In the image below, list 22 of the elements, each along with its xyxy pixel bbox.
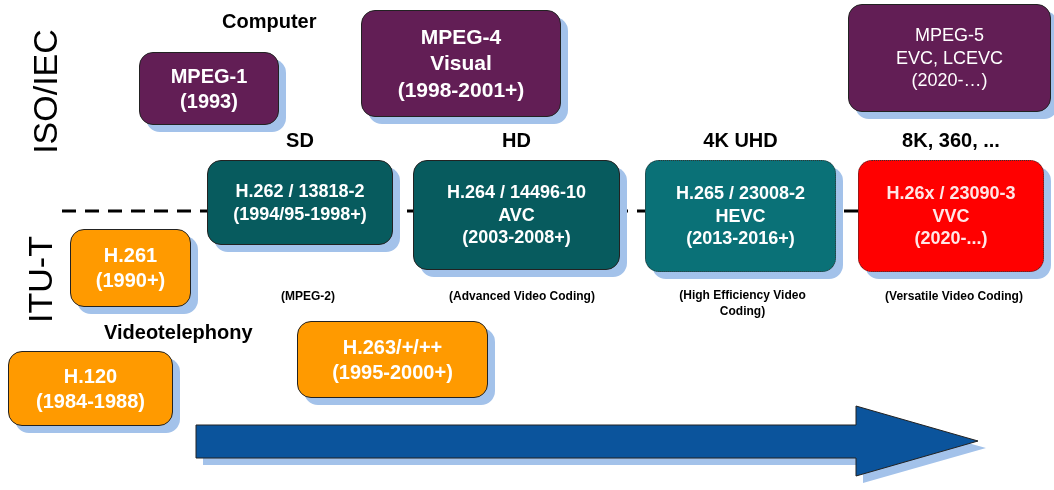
standard-name: H.261 (1990+) bbox=[94, 243, 167, 293]
caption: (Versatile Video Coding) bbox=[884, 288, 1024, 305]
axis-label: ITU-T bbox=[20, 236, 60, 323]
standard-name: H.26x / 23090-3 VVC (2020-...) bbox=[885, 182, 1017, 250]
standard-name: H.265 / 23008-2 HEVC (2013-2016+) bbox=[674, 182, 807, 250]
caption: (MPEG-2) bbox=[280, 288, 336, 305]
caption: (High Efficiency Video Coding) bbox=[678, 287, 807, 320]
resolution-heading: 4K UHD bbox=[702, 129, 779, 152]
standard-name: H.262 / 13818-2 (1994/95-1998+) bbox=[232, 180, 368, 225]
resolution-heading: HD bbox=[501, 129, 532, 152]
standard-name: MPEG-4 Visual (1998-2001+) bbox=[396, 24, 526, 103]
caption: (Advanced Video Coding) bbox=[448, 288, 596, 305]
group-label: Videotelephony bbox=[104, 321, 253, 344]
standard-name: H.263/+/++ (1995-2000+) bbox=[331, 334, 454, 385]
resolution-heading: SD bbox=[285, 129, 315, 152]
axis-label: ISO/IEC bbox=[25, 29, 65, 154]
standard-name: MPEG-1 (1993) bbox=[169, 63, 249, 114]
standard-name: MPEG-5 EVC, LCEVC (2020-…) bbox=[894, 24, 1004, 92]
resolution-heading: 8K, 360, ... bbox=[901, 129, 1001, 152]
standard-name: H.264 / 14496-10 AVC (2003-2008+) bbox=[445, 181, 588, 249]
standard-name: H.120 (1984-1988) bbox=[35, 363, 146, 414]
group-label: Computer bbox=[222, 10, 317, 33]
